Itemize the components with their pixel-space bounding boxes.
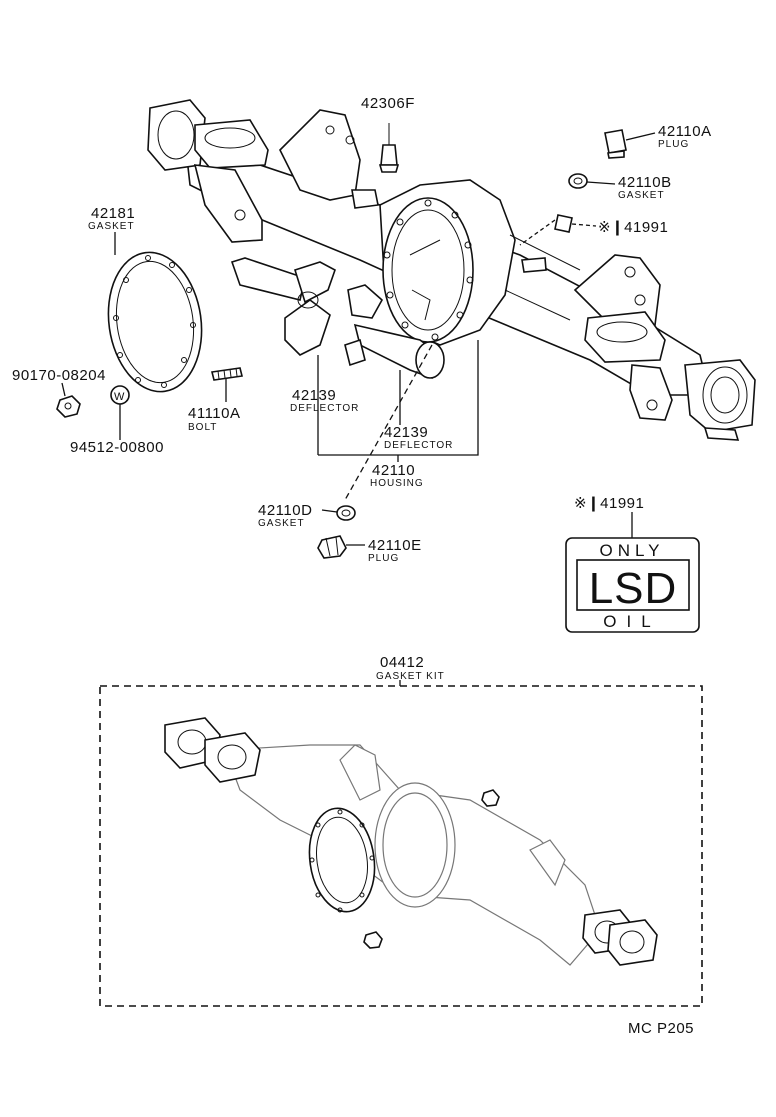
label-41110a-sub: BOLT xyxy=(188,422,217,433)
label-42306f: 42306F xyxy=(361,95,415,112)
label-42110b-sub: GASKET xyxy=(618,190,665,201)
part-42110a-illustration xyxy=(604,129,656,159)
part-42110e-illustration xyxy=(317,535,365,559)
axle-housing-illustration xyxy=(147,99,756,441)
label-42139-left: 42139 xyxy=(292,387,336,404)
part-94512-washer-illustration: W xyxy=(110,385,130,440)
part-42110d-illustration xyxy=(321,505,356,521)
label-41991-plate: ※❙41991 xyxy=(574,495,644,512)
page-code: MC P205 xyxy=(628,1020,694,1037)
plate-bottom-text: OIL xyxy=(603,612,660,631)
part-42139-deflector-left-illustration xyxy=(230,257,336,455)
part-42181-gasket-illustration xyxy=(107,232,203,393)
label-42110d-sub: GASKET xyxy=(258,518,305,529)
label-42110e-sub: PLUG xyxy=(368,553,399,564)
label-42110e: 42110E xyxy=(368,537,422,554)
label-42110a-sub: PLUG xyxy=(658,139,689,150)
label-90170-08204: 90170-08204 xyxy=(12,367,106,384)
label-42181: 42181 xyxy=(91,205,135,222)
plate-main-text: LSD xyxy=(589,564,678,613)
label-42110d: 42110D xyxy=(258,502,312,519)
part-42110b-illustration xyxy=(568,173,616,189)
label-42181-sub: GASKET xyxy=(88,221,135,232)
housing-leader-bracket xyxy=(318,340,479,456)
label-04412-sub: GASKET KIT xyxy=(376,671,445,682)
washer-mark: W xyxy=(114,391,125,403)
label-42139-right: 42139 xyxy=(384,424,428,441)
label-42110: 42110 xyxy=(372,462,415,479)
plate-top-text: ONLY xyxy=(599,541,664,560)
label-42110-sub: HOUSING xyxy=(370,478,424,489)
label-42110a: 42110A xyxy=(658,123,712,140)
label-42139-right-sub: DEFLECTOR xyxy=(384,440,453,451)
gasket-kit-section xyxy=(99,680,703,1007)
part-42306f-illustration xyxy=(378,123,400,173)
part-41110a-bolt-illustration xyxy=(211,367,243,402)
label-04412: 04412 xyxy=(380,654,424,671)
lsd-label-plate: ONLY LSD OIL xyxy=(565,512,700,633)
label-94512-00800: 94512-00800 xyxy=(70,439,164,456)
part-90170-nut-illustration xyxy=(56,382,81,418)
part-41991-illustration xyxy=(519,214,597,246)
label-41110a: 41110A xyxy=(188,405,241,422)
label-41991-top: ※❙41991 xyxy=(598,219,668,236)
part-42139-deflector-right-illustration xyxy=(344,284,445,425)
label-42139-left-sub: DEFLECTOR xyxy=(290,403,359,414)
label-42110b: 42110B xyxy=(618,174,672,191)
